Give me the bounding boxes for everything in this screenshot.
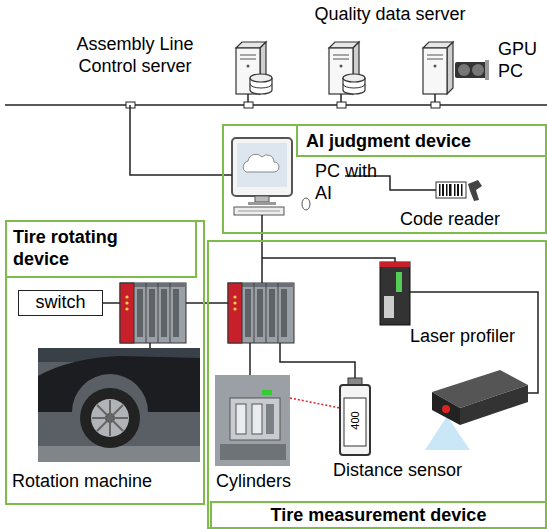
code-reader-icon xyxy=(442,184,444,196)
code-reader-icon xyxy=(439,184,441,196)
device-label: Rotation machine xyxy=(12,470,152,492)
distance-sensor-icon xyxy=(340,378,370,455)
server-label: Assembly Line Control server xyxy=(55,33,215,77)
switch-box: switch xyxy=(18,290,103,316)
network-bus xyxy=(5,104,547,106)
code-reader-icon xyxy=(457,184,459,196)
server-icons xyxy=(343,74,365,94)
mouse-icon xyxy=(302,198,310,210)
keyboard-icon xyxy=(234,207,284,215)
code-reader-icon xyxy=(468,180,482,201)
group-heading: AI judgment device xyxy=(296,126,545,157)
rotation-machine-photo xyxy=(38,446,200,462)
wires xyxy=(149,343,151,348)
pc-monitor xyxy=(255,196,269,202)
sensor-link xyxy=(290,398,340,408)
gpu-card xyxy=(455,60,489,80)
wires xyxy=(262,258,395,262)
rotation-machine-photo xyxy=(92,400,128,436)
gpu-card xyxy=(455,62,487,78)
laser-controller xyxy=(396,272,402,292)
device-group: Tire rotating deviceRotation machine swit… xyxy=(5,220,205,505)
rotation-machine-photo xyxy=(91,399,129,437)
server-icons xyxy=(250,74,272,94)
wires xyxy=(247,94,249,102)
rotation-machine-photo xyxy=(38,348,200,462)
distance-sensor-icon xyxy=(348,378,362,385)
keyboard-icon xyxy=(234,207,284,215)
group-heading: Tire measurement device xyxy=(210,501,545,527)
code-reader-icon xyxy=(436,182,466,198)
cylinders-photo xyxy=(252,404,262,434)
pc-monitor xyxy=(248,202,276,205)
wires xyxy=(434,94,436,102)
device-label: Code reader xyxy=(400,208,500,230)
laser-profiler-icon xyxy=(442,405,450,413)
device-group: AI judgment devicePC with AI Code reader xyxy=(222,124,547,234)
wires xyxy=(249,343,251,375)
server-label: GPU PC xyxy=(498,38,543,82)
distance-sensor-icon xyxy=(344,398,366,446)
wires xyxy=(261,215,263,234)
device-label: PC with AI xyxy=(315,160,385,204)
network-bus xyxy=(431,102,440,108)
gpu-card xyxy=(472,64,484,76)
cylinders-photo xyxy=(236,404,246,434)
laser-controller xyxy=(380,262,410,325)
network-bus xyxy=(5,102,547,108)
sensor-range-number: 400 xyxy=(349,409,362,433)
server-icons xyxy=(423,42,453,94)
code-reader-icon xyxy=(461,184,463,196)
pc-monitor xyxy=(232,138,292,196)
wires xyxy=(340,94,342,102)
wires xyxy=(130,105,232,175)
cylinders-photo xyxy=(215,375,290,466)
laser-profiler-icon xyxy=(460,385,528,425)
pc-monitor xyxy=(243,154,279,172)
rotation-machine-photo xyxy=(80,388,140,448)
laser-profiler-icon xyxy=(432,392,460,425)
device-label: Distance sensor xyxy=(333,459,462,481)
code-reader-icon xyxy=(436,180,482,201)
gpu-card xyxy=(485,60,489,80)
wires xyxy=(410,292,538,393)
plc-icons xyxy=(228,283,294,343)
device-label: Laser profiler xyxy=(410,325,515,347)
cylinders-photo xyxy=(215,375,290,466)
keyboard-icon xyxy=(238,211,280,212)
group-heading: Tire rotating device xyxy=(7,222,197,278)
cylinders-photo xyxy=(230,398,280,440)
server-icons xyxy=(236,42,453,94)
cylinders-photo xyxy=(220,444,286,460)
code-reader-icon xyxy=(446,184,448,196)
switch-label: switch xyxy=(19,291,102,313)
laser-profiler-icon xyxy=(425,370,528,450)
wires xyxy=(280,343,355,378)
laser-controller xyxy=(384,296,394,318)
network-bus xyxy=(244,102,253,108)
laser-controller xyxy=(380,262,410,267)
pc-monitor xyxy=(232,138,292,205)
code-reader-icon xyxy=(449,184,452,196)
laser-controller xyxy=(380,262,410,325)
wires xyxy=(261,240,263,283)
cylinders-photo xyxy=(266,404,274,434)
distance-sensor-icon xyxy=(340,385,370,455)
device-group: Laser profilerDistance sensorCylindersTi… xyxy=(207,240,547,529)
device-label: Cylinders xyxy=(216,470,291,492)
wires xyxy=(100,302,120,304)
gpu-card xyxy=(458,64,470,76)
pc-monitor xyxy=(237,143,287,187)
code-reader-icon xyxy=(454,184,456,196)
network-bus xyxy=(337,102,346,108)
plc-icons xyxy=(120,283,186,343)
rotation-machine-photo xyxy=(38,348,200,462)
server-label: Quality data server xyxy=(270,3,510,25)
cylinders-photo xyxy=(262,390,272,395)
